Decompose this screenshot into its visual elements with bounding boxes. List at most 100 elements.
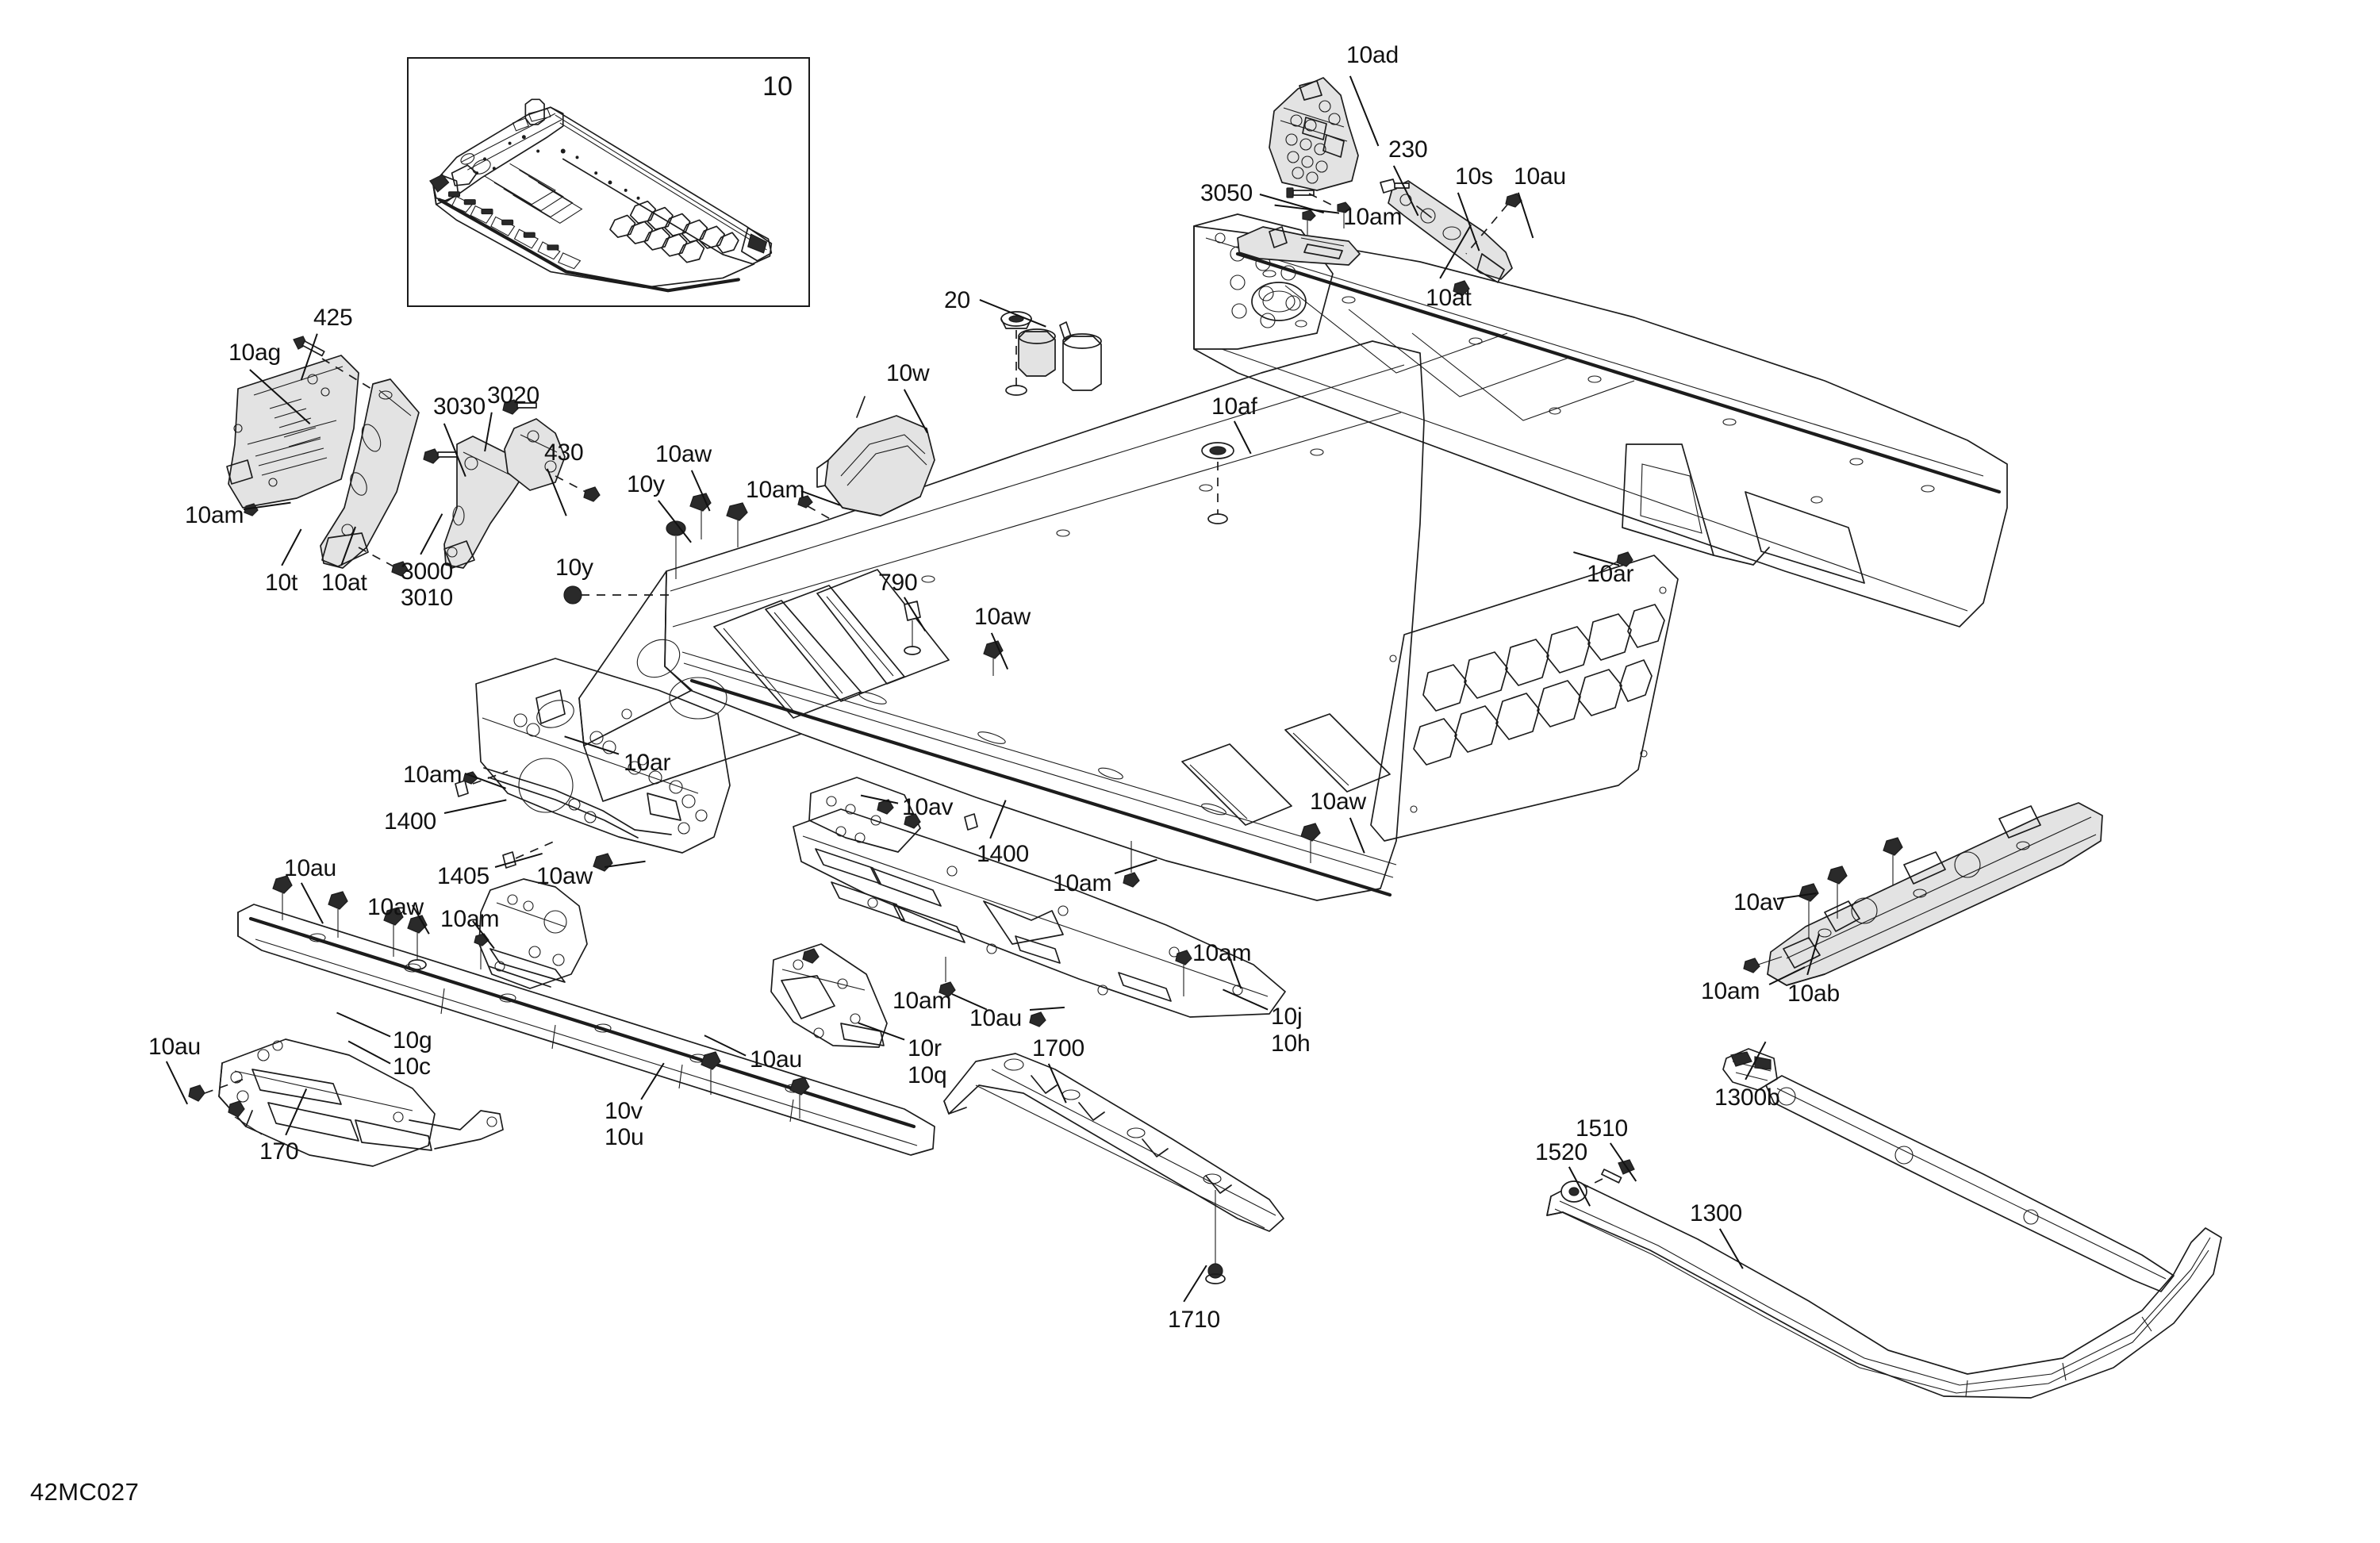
callout-10av: 10av [902,794,954,820]
callout-10ar: 10ar [1587,561,1634,587]
fastener-425-bolt [293,336,325,357]
fastener-10au-nut [188,1084,205,1102]
fastener-10av-nut [1827,866,1848,919]
fastener-3050-bolt [1286,187,1315,198]
callout-10aw: 10aw [655,441,712,467]
part-10t-strut [320,378,420,569]
callout-10am: 10am [1053,870,1112,896]
callout-10am: 10am [403,762,463,788]
inset-number-label: 10 [762,71,793,102]
callout-10au: 10au [750,1046,802,1073]
callout-10am: 10am [185,502,244,528]
leader-line [989,800,1007,839]
callout-10aw: 10aw [367,894,424,920]
leader-line [1349,75,1380,147]
part-10af-grommet [1201,442,1234,459]
leader-line [991,632,1009,670]
leader-line [1029,1006,1065,1011]
callout-3000: 3000 [401,558,453,585]
callout-10r: 10r [908,1035,942,1061]
part-1700-side-rail [943,1053,1284,1232]
fastener-3030-bolt [423,448,458,464]
fastener-1710-nut [1205,1263,1226,1284]
leader-line [1719,1228,1744,1269]
leader-line [166,1061,189,1105]
inset-tunnel-assembly-art [429,98,773,293]
part-bulkhead-plate [475,658,731,854]
leader-line [604,860,646,868]
leader-line [347,1040,391,1065]
callout-1520: 1520 [1535,1139,1587,1165]
callout-425: 425 [313,305,353,331]
part-tunnel-tube [1018,321,1072,377]
leader-line [640,1062,665,1100]
callout-1300: 1300 [1690,1200,1742,1226]
fastener-10am-nut [244,503,259,516]
callout-10g: 10g [393,1027,432,1054]
leader-line [858,1022,905,1041]
callout-10y: 10y [555,555,593,581]
leader-line [243,501,291,510]
part-10ad-bracket [1269,77,1359,191]
sheet-code-label: 42MC027 [30,1478,140,1506]
leader-line [1048,1063,1067,1104]
callout-10aw: 10aw [974,604,1031,630]
leader-line [484,412,493,452]
fastener-170-nut [228,1100,263,1135]
part-lower-mount-bracket [1237,226,1361,266]
callout-10am: 10am [440,906,500,932]
part-perforated-heat-shield [1370,555,1679,842]
fastener-10au-nut [789,1077,810,1119]
callout-430: 430 [544,439,584,466]
fastener-10au-nut [1029,1011,1046,1027]
leader-line [658,500,692,543]
callout-1700: 1700 [1032,1035,1084,1061]
callout-10af: 10af [1211,393,1257,420]
leader-line [1223,988,1269,1011]
leader-line [464,773,506,789]
fastener-10au-nut [272,875,293,920]
leader-line [1114,858,1157,874]
fastener-10au-nut [328,891,348,938]
callout-10v: 10v [605,1098,643,1124]
callout-10ad: 10ad [1346,42,1399,68]
callout-3010: 3010 [401,585,453,611]
fastener-430-nut [583,486,601,502]
part-left-small-bracket [478,878,588,989]
fastener-10aw-nut [1300,823,1321,863]
part-10r-10q-bracket [770,943,888,1048]
leader-line [800,490,841,506]
fastener-10am-nut [1123,841,1140,888]
leader-line [281,528,302,566]
leader-line [547,468,567,516]
callout-10au: 10au [969,1005,1022,1031]
callout-10c: 10c [393,1054,431,1080]
fastener-10am-nut [802,948,820,964]
inset-reference-panel: 10 [407,57,810,307]
part-10ab-right-rail [1767,802,2103,986]
callout-10u: 10u [605,1124,644,1150]
callout-10au: 10au [148,1034,201,1060]
callout-10q: 10q [908,1062,947,1088]
leader-line [1568,1166,1591,1207]
callout-10aw: 10aw [1310,789,1366,815]
callout-1510: 1510 [1576,1115,1628,1142]
callout-3050: 3050 [1200,180,1253,206]
callout-10am: 10am [892,988,952,1014]
part-10v-10u-running-board [237,904,935,1156]
callout-10am: 10am [1343,204,1403,230]
part-10ag-footrest [226,355,359,509]
callout-230: 230 [1388,136,1428,163]
fastener-10aw-nut [726,502,748,547]
leader-line [860,795,899,804]
part-1300-bumper [1546,1181,2222,1399]
callout-3030: 3030 [433,393,486,420]
leader-line [904,389,928,433]
fastener-10y-plug [563,585,582,605]
part-center-floor-panel [793,808,1286,1018]
leader-line [443,799,507,814]
fastener-10av-nut [1883,837,1903,885]
leader-line [1518,192,1534,239]
fastener-10aw-nut [593,853,613,872]
callout-10ab: 10ab [1787,981,1840,1007]
